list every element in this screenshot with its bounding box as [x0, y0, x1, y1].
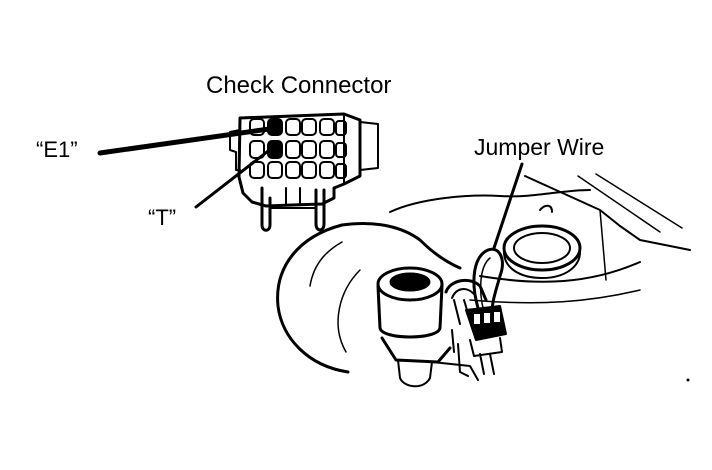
- engine-bay-drawing: [276, 173, 691, 374]
- e1-terminal-label: “E1”: [36, 137, 78, 162]
- check-connector-label: Check Connector: [206, 72, 392, 99]
- diagnostic-connector-drawing: [465, 305, 507, 375]
- t-leader-line: [194, 146, 274, 209]
- t-terminal-label: “T”: [148, 205, 177, 230]
- master-cylinder-drawing: [376, 266, 479, 388]
- jumper-leader-line: [492, 162, 524, 250]
- jumper-wire-drawing: [472, 247, 504, 314]
- jumper-wire-label: Jumper Wire: [474, 134, 605, 160]
- e1-leader-line: [97, 125, 279, 156]
- reservoir-drawing: [502, 224, 582, 279]
- check-connector-drawing: [229, 112, 379, 232]
